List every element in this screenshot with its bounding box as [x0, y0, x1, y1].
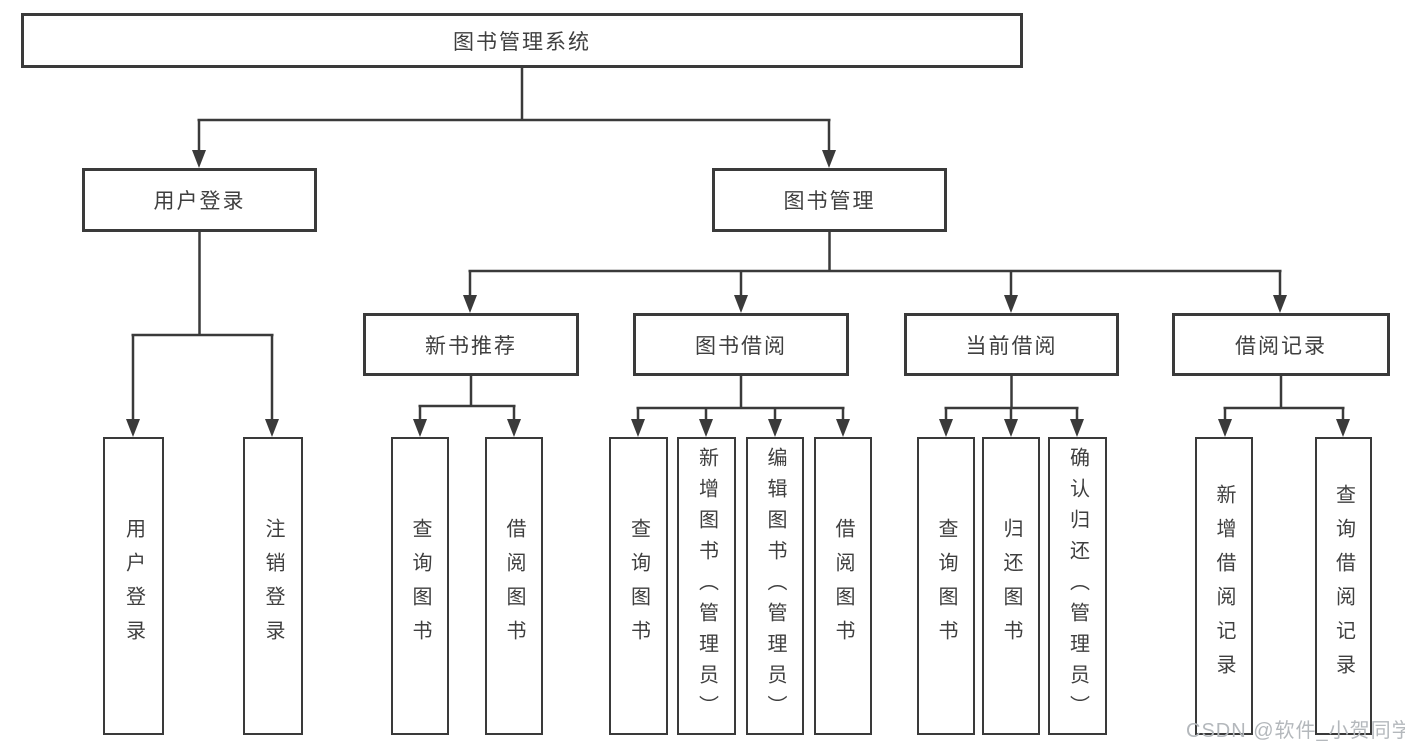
node-leaf-query-books-current: 查询图书	[917, 437, 975, 735]
leaf-label: 查询借阅记录	[1332, 484, 1355, 688]
leaf-label: 借阅图书	[832, 518, 854, 654]
node-leaf-borrow-books: 借阅图书	[814, 437, 872, 735]
node-leaf-borrow-books-recommend: 借阅图书	[485, 437, 543, 735]
node-library-management-system: 图书管理系统	[21, 13, 1023, 68]
leaf-label: 新增借阅记录	[1213, 484, 1235, 688]
leaf-label: 查询图书	[409, 518, 431, 654]
node-leaf-logout: 注销登录	[243, 437, 303, 735]
node-book-borrowing: 图书借阅	[633, 313, 849, 376]
node-leaf-add-borrow-record: 新增借阅记录	[1195, 437, 1253, 735]
node-leaf-query-borrow-record: 查询借阅记录	[1315, 437, 1372, 735]
node-leaf-edit-book-admin: 编辑图书（管理员）	[746, 437, 804, 735]
leaf-label: 编辑图书（管理员）	[764, 446, 786, 726]
node-leaf-query-books-borrow: 查询图书	[609, 437, 668, 735]
leaf-label: 用户登录	[122, 518, 145, 654]
node-current-borrowing: 当前借阅	[904, 313, 1119, 376]
node-leaf-add-book-admin: 新增图书（管理员）	[677, 437, 736, 735]
node-leaf-user-login: 用户登录	[103, 437, 164, 735]
leaf-label: 新增图书（管理员）	[695, 446, 718, 726]
node-leaf-query-books-recommend: 查询图书	[391, 437, 449, 735]
node-leaf-confirm-return-admin: 确认归还（管理员）	[1048, 437, 1107, 735]
leaf-label: 借阅图书	[503, 518, 525, 654]
node-book-management: 图书管理	[712, 168, 947, 232]
node-user-login: 用户登录	[82, 168, 317, 232]
node-new-book-recommendation: 新书推荐	[363, 313, 579, 376]
leaf-label: 归还图书	[1000, 518, 1022, 654]
node-borrowing-records: 借阅记录	[1172, 313, 1390, 376]
leaf-label: 查询图书	[627, 518, 650, 654]
node-leaf-return-books: 归还图书	[982, 437, 1040, 735]
csdn-watermark: CSDN @软件_小贺同学	[1186, 720, 1405, 742]
leaf-label: 查询图书	[935, 518, 957, 654]
leaf-label: 确认归还（管理员）	[1066, 446, 1089, 726]
leaf-label: 注销登录	[262, 518, 284, 654]
